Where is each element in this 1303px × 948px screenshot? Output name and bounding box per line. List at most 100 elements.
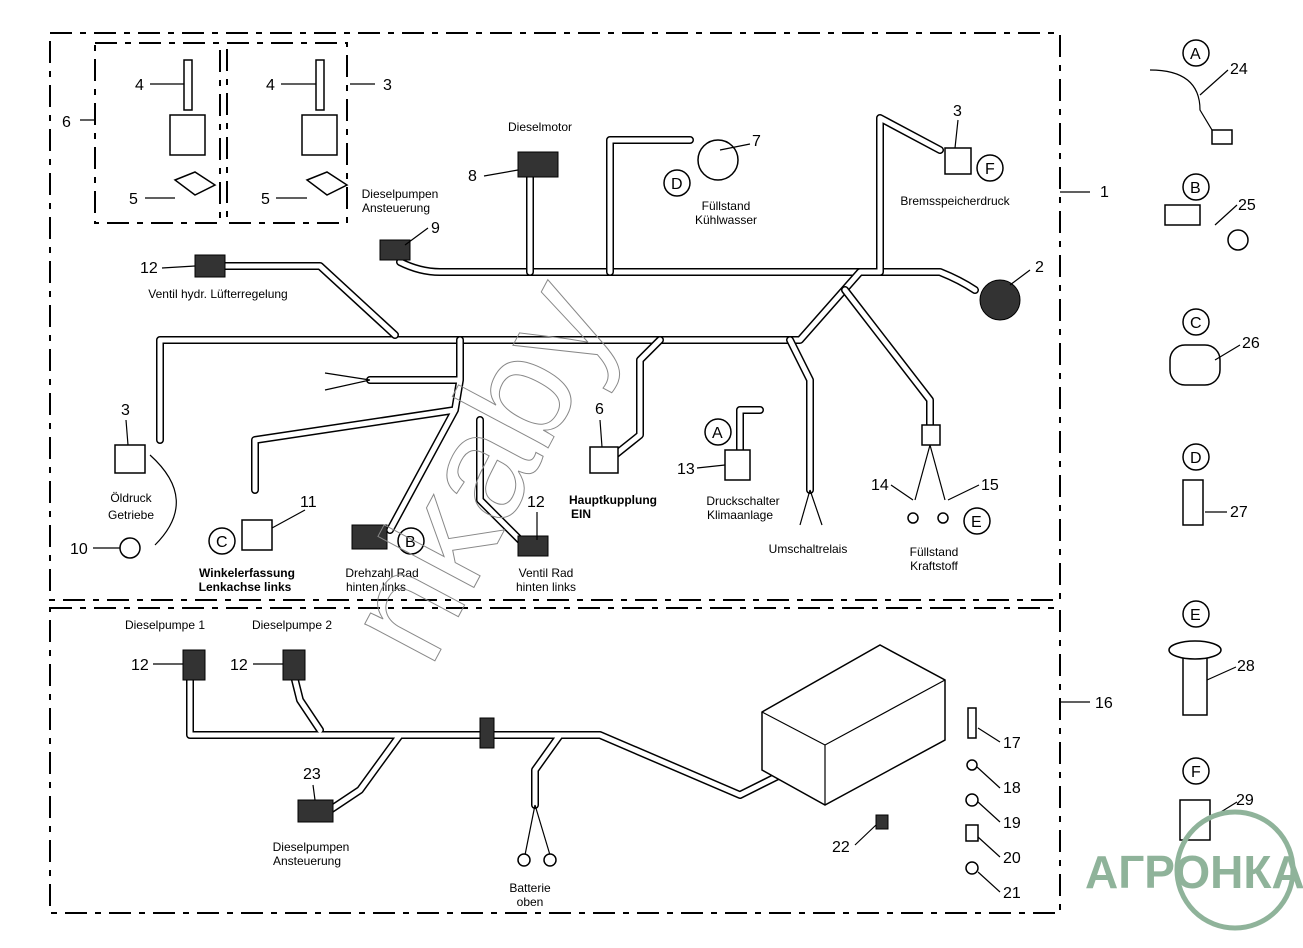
- svg-text:3: 3: [953, 103, 962, 120]
- component-labels: Dieselmotor Dieselpumpen Ansteuerung Fül…: [108, 120, 1011, 909]
- part-28: [1182, 654, 1208, 716]
- svg-text:19: 19: [1003, 815, 1021, 832]
- svg-text:24: 24: [1230, 61, 1248, 78]
- svg-text:4: 4: [135, 77, 144, 94]
- svg-text:Füllstand: Füllstand: [910, 545, 959, 559]
- sensor-10: [119, 537, 141, 559]
- svg-text:Ansteuerung: Ansteuerung: [273, 854, 341, 868]
- svg-text:7: 7: [752, 133, 761, 150]
- bolt-4a: [183, 59, 193, 111]
- sensor-7: [697, 139, 739, 181]
- letter-C: C: [216, 534, 228, 551]
- svg-text:20: 20: [1003, 850, 1021, 867]
- svg-text:Ventil Rad: Ventil Rad: [519, 566, 574, 580]
- svg-text:29: 29: [1236, 792, 1254, 809]
- assembly-box-16: [49, 607, 1061, 914]
- connector-12-dp2: [282, 649, 306, 681]
- svg-text:12: 12: [230, 657, 248, 674]
- svg-text:12: 12: [527, 494, 545, 511]
- leader-lines: [80, 69, 1241, 893]
- washer-19: [965, 793, 979, 807]
- svg-text:Druckschalter: Druckschalter: [706, 494, 779, 508]
- svg-text:17: 17: [1003, 735, 1021, 752]
- connector-9: [379, 239, 411, 261]
- svg-text:1: 1: [1100, 184, 1109, 201]
- svg-text:Bremsspeicherdruck: Bremsspeicherdruck: [900, 194, 1010, 208]
- upper-harness: [156, 114, 979, 549]
- solenoid-6: [589, 446, 619, 474]
- solenoid-plug-a: [169, 114, 206, 156]
- svg-text:18: 18: [1003, 780, 1021, 797]
- svg-text:hinten links: hinten links: [516, 580, 576, 594]
- connector-12-ventil: [517, 535, 549, 557]
- connector-23: [297, 799, 334, 823]
- connector-b: [351, 524, 388, 550]
- letter-B-right: B: [1190, 180, 1201, 197]
- grommet: [479, 717, 495, 749]
- agronka-logo: АГРОНКА: [1085, 809, 1303, 931]
- connector-11: [241, 519, 273, 551]
- lower-harness: [186, 676, 784, 814]
- svg-text:Dieselpumpe 2: Dieselpumpe 2: [252, 618, 332, 632]
- svg-text:Ventil hydr. Lüfterregelung: Ventil hydr. Lüfterregelung: [148, 287, 287, 301]
- solenoid-3-oel: [114, 444, 146, 474]
- svg-text:hinten links: hinten links: [346, 580, 406, 594]
- connector-fuel: [921, 424, 941, 446]
- callout-numbers: 4 4 3 6 5 5 8 9 7 3 1 2 12 3 10 11 12 6 …: [62, 61, 1260, 902]
- gasket-5b: [305, 171, 349, 196]
- letter-C-right: C: [1190, 315, 1202, 332]
- svg-text:3: 3: [121, 402, 130, 419]
- svg-text:АГРОНКА: АГРОНКА: [1085, 846, 1303, 898]
- part-27: [1182, 479, 1204, 526]
- part-26: [1169, 344, 1221, 386]
- nut-21: [965, 861, 979, 875]
- svg-text:10: 10: [70, 541, 88, 558]
- svg-text:Drehzahl Rad: Drehzahl Rad: [345, 566, 418, 580]
- letter-markers: A B C D E F A B C D E F: [208, 39, 1210, 785]
- svg-text:Dieselpumpen: Dieselpumpen: [362, 187, 439, 201]
- svg-text:Ansteuerung: Ansteuerung: [362, 201, 430, 215]
- svg-text:21: 21: [1003, 885, 1021, 902]
- svg-text:EIN: EIN: [571, 507, 591, 521]
- svg-text:14: 14: [871, 477, 889, 494]
- fuse-22: [875, 814, 889, 830]
- svg-text:Dieselpumpen: Dieselpumpen: [273, 840, 350, 854]
- svg-text:12: 12: [131, 657, 149, 674]
- part-24: [1211, 129, 1233, 145]
- svg-text:6: 6: [62, 114, 71, 131]
- washer-18: [966, 759, 978, 771]
- letter-D-right: D: [1190, 450, 1202, 467]
- spacer-20: [965, 824, 979, 842]
- screw-17: [967, 707, 977, 739]
- svg-text:oben: oben: [517, 895, 544, 909]
- svg-text:4: 4: [266, 77, 275, 94]
- letter-F-right: F: [1191, 764, 1201, 781]
- sub-box-left: [94, 42, 221, 224]
- svg-text:Füllstand: Füllstand: [702, 199, 751, 213]
- svg-text:Kraftstoff: Kraftstoff: [910, 559, 958, 573]
- svg-text:5: 5: [129, 191, 138, 208]
- connector-8: [517, 151, 559, 178]
- svg-text:Dieselpumpe 1: Dieselpumpe 1: [125, 618, 205, 632]
- letter-D: D: [671, 176, 683, 193]
- svg-text:Lenkachse links: Lenkachse links: [199, 580, 292, 594]
- connector-12-dp1: [182, 649, 206, 681]
- components: [114, 59, 1249, 875]
- letter-A: A: [712, 425, 723, 442]
- svg-text:Winkelerfassung: Winkelerfassung: [199, 566, 295, 580]
- control-box: [761, 644, 946, 806]
- svg-text:Dieselmotor: Dieselmotor: [508, 120, 572, 134]
- sensor-3-brems: [944, 147, 972, 175]
- svg-text:25: 25: [1238, 197, 1256, 214]
- connector-12-luefter: [194, 254, 226, 278]
- solenoid-plug-b: [301, 114, 338, 156]
- connector-13: [724, 449, 751, 481]
- svg-text:15: 15: [981, 477, 999, 494]
- bolt-4b: [315, 59, 325, 111]
- svg-text:6: 6: [595, 401, 604, 418]
- svg-text:Hauptkupplung: Hauptkupplung: [569, 493, 657, 507]
- letter-E-right: E: [1190, 607, 1201, 624]
- letter-F: F: [985, 161, 995, 178]
- svg-text:Getriebe: Getriebe: [108, 508, 154, 522]
